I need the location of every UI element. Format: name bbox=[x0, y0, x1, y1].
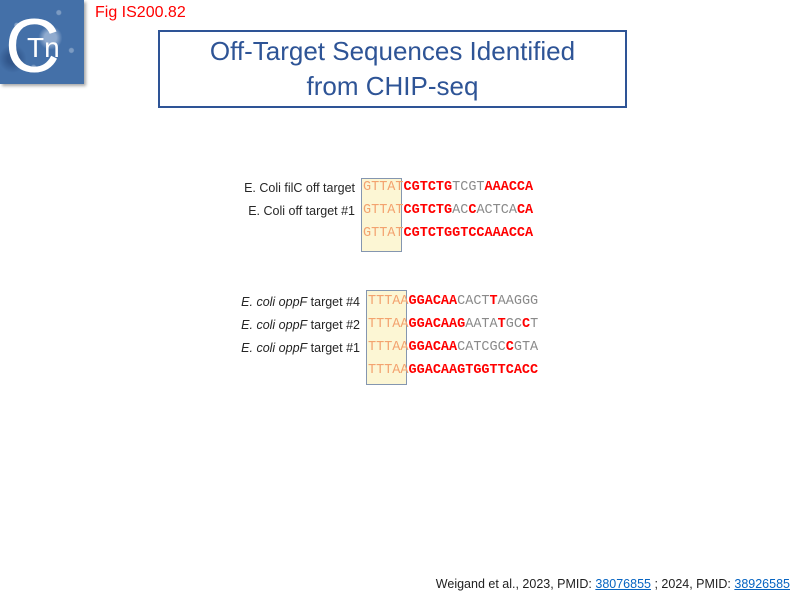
sequence-segment-match: C bbox=[468, 203, 477, 218]
sequence-segment-mismatch: AATA bbox=[465, 317, 498, 332]
sequence-segment-match: GGACAA bbox=[408, 294, 458, 309]
citation-prefix: Weigand et al., 2023, PMID: bbox=[435, 577, 596, 591]
sequence-segment-match: T bbox=[497, 317, 506, 332]
dna-sequence: GTTATCGTCTGACCACTCACA bbox=[363, 203, 533, 218]
sequence-segment-seed: GTTAT bbox=[363, 180, 404, 195]
sequence-segment-match: C bbox=[521, 317, 531, 332]
label-text: target #2 bbox=[307, 317, 360, 332]
tn-center-logo: C Tn bbox=[0, 0, 84, 84]
sequence-segment-match: T bbox=[489, 294, 498, 309]
dna-sequence: GTTATCGTCTGGTCCAAACCA bbox=[363, 226, 533, 241]
dna-sequence: TTTAAGGACAACATCGCCGTA bbox=[368, 340, 538, 355]
sequence-label: E. Coli off target #1 bbox=[215, 204, 363, 218]
pmid-link-2024[interactable]: 38926585 bbox=[734, 577, 790, 591]
label-text: target #1 bbox=[307, 340, 360, 355]
sequence-segment-seed: GTTAT bbox=[363, 203, 404, 218]
seed-highlight-box-oppf bbox=[366, 290, 407, 385]
slide-title-line2: from CHIP-seq bbox=[306, 71, 479, 101]
sequence-segment-mismatch: GTA bbox=[513, 340, 539, 355]
slide-title-box: Off-Target Sequences Identified from CHI… bbox=[158, 30, 627, 108]
label-text: E. Coli filC off target bbox=[244, 180, 355, 195]
sequence-segment-mismatch: TCGT bbox=[452, 180, 485, 195]
sequence-segment-mismatch: CATCGC bbox=[457, 340, 506, 355]
sequence-segment-match: CGTCTGGTCCAAACCA bbox=[403, 226, 534, 241]
sequence-segment-match: CGTCTG bbox=[403, 180, 453, 195]
sequence-segment-seed: TTTAA bbox=[368, 340, 409, 355]
logo-tn-text: Tn bbox=[27, 32, 60, 63]
sequence-label: E. Coli filC off target bbox=[215, 181, 363, 195]
sequence-segment-mismatch: AC bbox=[452, 203, 469, 218]
citation: Weigand et al., 2023, PMID: 38076855 ; 2… bbox=[436, 577, 790, 591]
sequence-row: GTTATCGTCTGGTCCAAACCA bbox=[215, 222, 533, 245]
sequence-segment-match: CA bbox=[516, 203, 534, 218]
sequence-segment-match: GGACAA bbox=[408, 340, 458, 355]
sequence-segment-match: CGTCTG bbox=[403, 203, 453, 218]
sequence-segment-mismatch: GC bbox=[505, 317, 522, 332]
logo-graphic: C Tn bbox=[5, 4, 60, 84]
sequence-segment-seed: TTTAA bbox=[368, 317, 409, 332]
sequence-segment-mismatch: T bbox=[530, 317, 539, 332]
dna-sequence: TTTAAGGACAAGTGGTTCACC bbox=[368, 363, 538, 378]
sequence-segment-seed: TTTAA bbox=[368, 363, 409, 378]
sequence-segment-match: GGACAAG bbox=[408, 317, 466, 332]
sequence-segment-match: AAACCA bbox=[484, 180, 534, 195]
sequence-segment-match: C bbox=[505, 340, 514, 355]
sequence-segment-mismatch: AAGGG bbox=[497, 294, 539, 309]
sequence-segment-match: GGACAAGTGGTTCACC bbox=[408, 363, 539, 378]
sequence-label: E. coli oppF target #4 bbox=[220, 295, 368, 309]
figure-number-label: Fig IS200.82 bbox=[95, 4, 186, 21]
gene-name-italic: E. coli oppF bbox=[241, 340, 308, 355]
sequence-row: E. Coli filC off target GTTATCGTCTGTCGTAA… bbox=[215, 176, 533, 199]
dna-sequence: GTTATCGTCTGTCGTAAACCA bbox=[363, 180, 533, 195]
sequence-segment-mismatch: CACT bbox=[457, 294, 490, 309]
citation-separator: ; 2024, PMID: bbox=[651, 577, 735, 591]
gene-name-italic: E. coli oppF bbox=[241, 317, 308, 332]
sequence-segment-seed: TTTAA bbox=[368, 294, 409, 309]
sequence-row: TTTAAGGACAAGTGGTTCACC bbox=[220, 359, 538, 382]
sequence-segment-mismatch: ACTCA bbox=[476, 203, 517, 218]
dna-sequence: TTTAAGGACAACACTTAAGGG bbox=[368, 294, 538, 309]
sequence-label: E. coli oppF target #1 bbox=[220, 341, 368, 355]
dna-sequence: TTTAAGGACAAGAATATGCCT bbox=[368, 317, 538, 332]
gene-name-italic: E. coli oppF bbox=[241, 294, 308, 309]
sequence-row: E. Coli off target #1 GTTATCGTCTGACCACTCA… bbox=[215, 199, 533, 222]
sequence-label: E. coli oppF target #2 bbox=[220, 318, 368, 332]
label-text: target #4 bbox=[307, 294, 360, 309]
label-text: E. Coli off target #1 bbox=[248, 203, 355, 218]
pmid-link-2023[interactable]: 38076855 bbox=[595, 577, 651, 591]
slide-title-line1: Off-Target Sequences Identified bbox=[209, 35, 576, 66]
seed-highlight-box-filc bbox=[361, 178, 402, 252]
logo-c-letter: C bbox=[5, 4, 60, 84]
sequence-segment-seed: GTTAT bbox=[363, 226, 404, 241]
